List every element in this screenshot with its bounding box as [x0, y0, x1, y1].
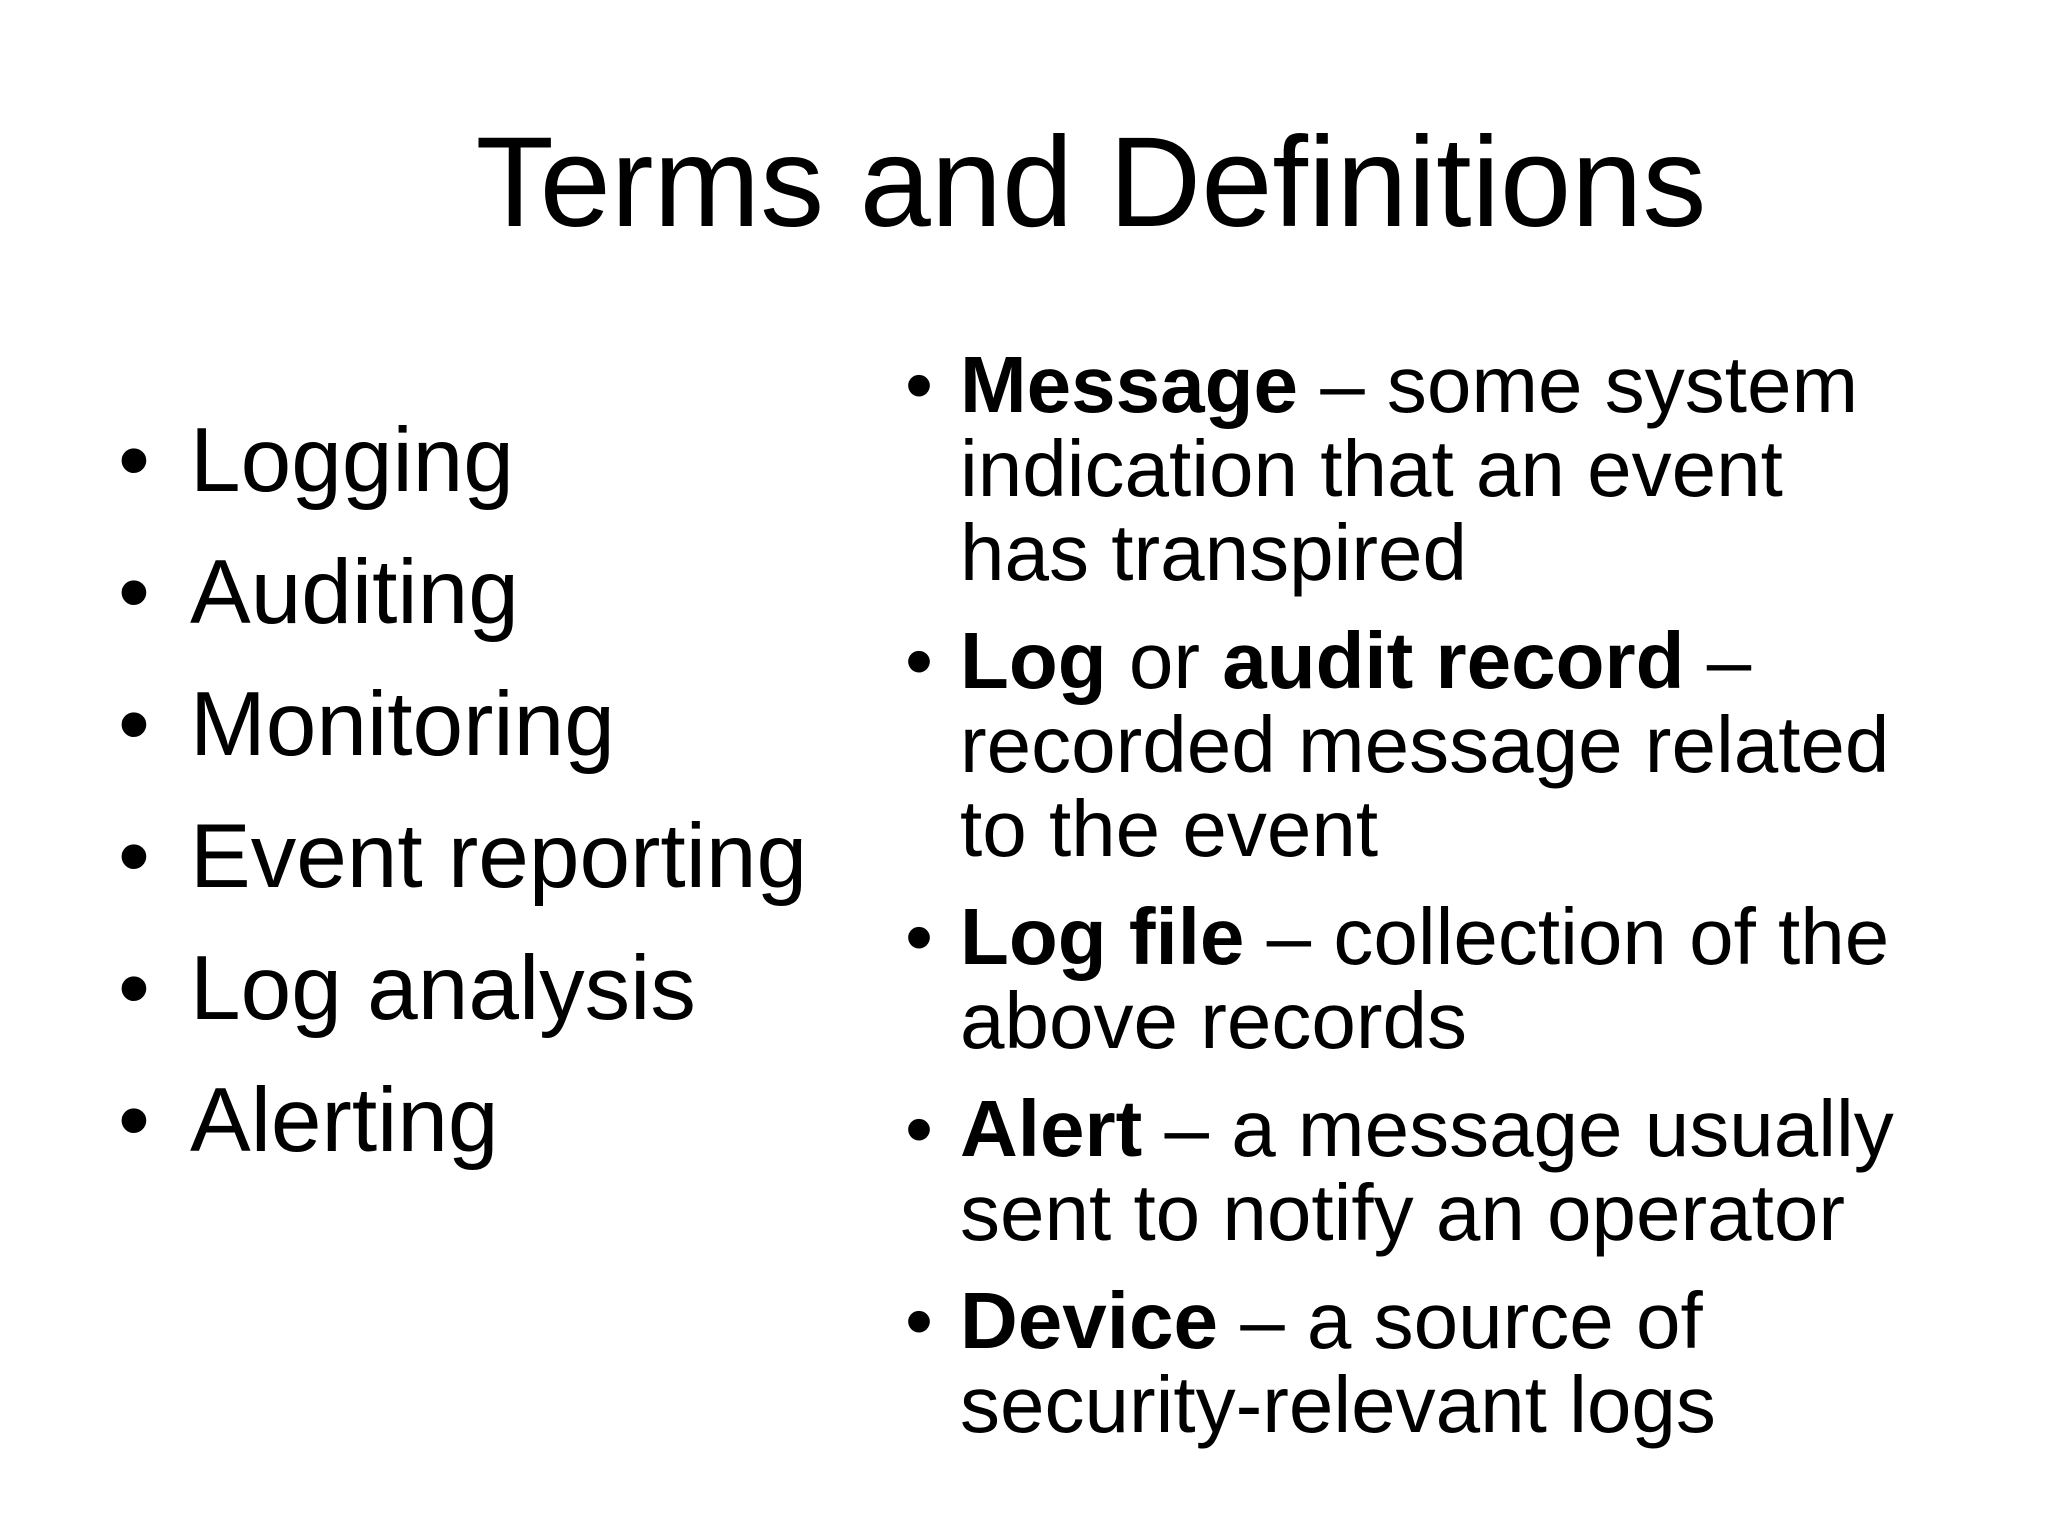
bullet-icon: • [118, 1070, 150, 1171]
list-item: • Monitoring [118, 675, 888, 775]
bullet-icon: • [118, 806, 150, 907]
bullet-icon: • [905, 1084, 934, 1173]
definition-text: – a source of security-relevant logs [960, 1276, 1716, 1449]
bullet-icon: • [118, 542, 150, 643]
list-item: • Log file – collection of the above rec… [905, 895, 1895, 1063]
definition-term: audit record [1222, 616, 1685, 705]
bullet-icon: • [905, 616, 934, 705]
bullet-icon: • [905, 892, 934, 981]
left-bullet-label: Auditing [190, 542, 519, 643]
bullet-icon: • [118, 674, 150, 775]
right-bullet-list: • Message – some system indication that … [905, 343, 1895, 1471]
definition-term: Log file [960, 892, 1245, 981]
left-bullet-label: Event reporting [190, 806, 808, 907]
list-item: • Log or audit record – recorded message… [905, 619, 1895, 871]
list-item: • Auditing [118, 543, 888, 643]
list-item: • Message – some system indication that … [905, 343, 1895, 595]
definition-text: – collection of the above records [960, 892, 1890, 1065]
definition-term: Device [960, 1276, 1218, 1365]
definition-term: Log [960, 616, 1107, 705]
list-item: • Logging [118, 411, 888, 511]
left-bullet-list: • Logging • Auditing • Monitoring • Even… [118, 411, 888, 1203]
slide-title: Terms and Definitions [475, 111, 1707, 254]
bullet-icon: • [118, 410, 150, 511]
left-bullet-label: Monitoring [190, 674, 615, 775]
definition-text: – some system indication that an event h… [960, 340, 1859, 597]
list-item: • Log analysis [118, 939, 888, 1039]
left-bullet-label: Alerting [190, 1070, 499, 1171]
definition-text: or [1106, 616, 1223, 705]
definition-term: Message [960, 340, 1298, 429]
bullet-icon: • [905, 1276, 934, 1365]
definition-text: – recorded message related to the event [960, 616, 1890, 873]
definition-text: – a message usually sent to notify an op… [960, 1084, 1894, 1257]
bullet-icon: • [905, 340, 934, 429]
left-bullet-label: Log analysis [190, 938, 696, 1039]
list-item: • Alerting [118, 1071, 888, 1171]
list-item: • Alert – a message usually sent to noti… [905, 1087, 1895, 1255]
bullet-icon: • [118, 938, 150, 1039]
list-item: • Device – a source of security-relevant… [905, 1279, 1895, 1447]
definition-term: Alert [960, 1084, 1143, 1173]
left-bullet-label: Logging [190, 410, 514, 511]
list-item: • Event reporting [118, 807, 888, 907]
